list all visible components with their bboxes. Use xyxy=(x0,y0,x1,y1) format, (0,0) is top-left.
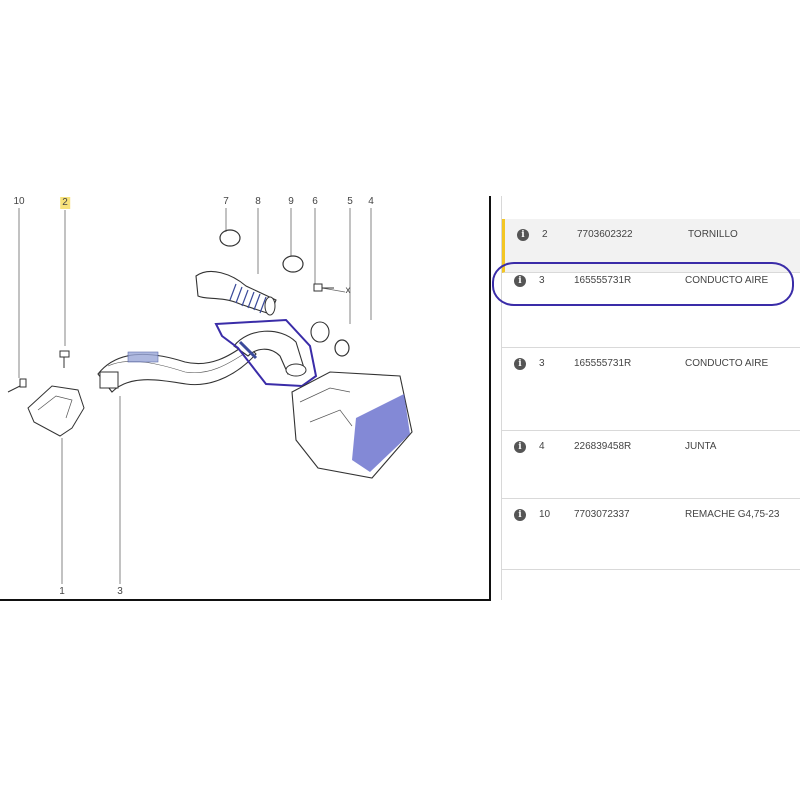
flexible-hose-part xyxy=(195,271,277,316)
part-reference: 7703602322 xyxy=(577,229,633,240)
part-row[interactable]: i 4 226839458R JUNTA xyxy=(502,431,800,499)
callout-10[interactable]: 10 xyxy=(13,196,25,207)
exploded-parts-diagram: 10 2 7 8 9 6 5 4 x 1 3 xyxy=(0,196,491,601)
callout-x: x xyxy=(345,285,351,296)
rivet-part xyxy=(7,378,27,393)
callout-8[interactable]: 8 xyxy=(255,196,261,207)
part-description: CONDUCTO AIRE xyxy=(685,275,769,286)
diagram-drawing xyxy=(7,208,413,584)
long-air-duct-part xyxy=(97,343,257,393)
part-description: CONDUCTO AIRE xyxy=(685,358,769,369)
seal-part xyxy=(334,339,350,357)
part-description: REMACHE G4,75-23 xyxy=(685,509,780,520)
part-row[interactable]: i 3 165555731R CONDUCTO AIRE xyxy=(502,348,800,431)
screw-part xyxy=(59,350,70,368)
part-number: 3 xyxy=(539,275,545,286)
callout-7[interactable]: 7 xyxy=(223,196,229,207)
parts-list: i 2 7703602322 TORNILLO i 3 165555731R C… xyxy=(501,196,800,600)
callout-1[interactable]: 1 xyxy=(59,586,65,597)
part-reference: 165555731R xyxy=(574,358,632,369)
bolt-part xyxy=(313,283,334,292)
flange-part xyxy=(310,321,330,343)
part-row[interactable]: i 10 7703072337 REMACHE G4,75-23 xyxy=(502,499,800,570)
callout-4[interactable]: 4 xyxy=(368,196,374,207)
callout-5[interactable]: 5 xyxy=(347,196,353,207)
callout-3[interactable]: 3 xyxy=(117,586,123,597)
annotation-outline xyxy=(214,318,318,388)
intercooler-part xyxy=(291,371,413,479)
info-icon[interactable]: i xyxy=(514,275,526,287)
part-reference: 7703072337 xyxy=(574,509,630,520)
info-icon[interactable]: i xyxy=(514,509,526,521)
part-number: 3 xyxy=(539,358,545,369)
callout-2-highlighted[interactable]: 2 xyxy=(60,197,70,209)
part-reference: 165555731R xyxy=(574,275,632,286)
clamp-part xyxy=(282,255,304,273)
part-row-selected[interactable]: i 2 7703602322 TORNILLO xyxy=(502,219,800,273)
part-number: 2 xyxy=(542,229,548,240)
info-icon[interactable]: i xyxy=(514,358,526,370)
part-reference: 226839458R xyxy=(574,441,632,452)
bracket-part xyxy=(27,385,85,437)
part-number: 10 xyxy=(539,509,551,520)
callout-9[interactable]: 9 xyxy=(288,196,294,207)
clamp-part xyxy=(219,229,241,247)
info-icon[interactable]: i xyxy=(514,441,526,453)
part-description: TORNILLO xyxy=(688,229,738,240)
elbow-duct-part xyxy=(233,330,307,377)
annotation-ellipse xyxy=(492,262,794,306)
part-row[interactable]: i 3 165555731R CONDUCTO AIRE xyxy=(502,265,800,348)
leader-lines xyxy=(18,208,372,584)
callout-6[interactable]: 6 xyxy=(312,196,318,207)
part-number: 4 xyxy=(539,441,545,452)
part-description: JUNTA xyxy=(685,441,717,452)
info-icon[interactable]: i xyxy=(517,229,529,241)
